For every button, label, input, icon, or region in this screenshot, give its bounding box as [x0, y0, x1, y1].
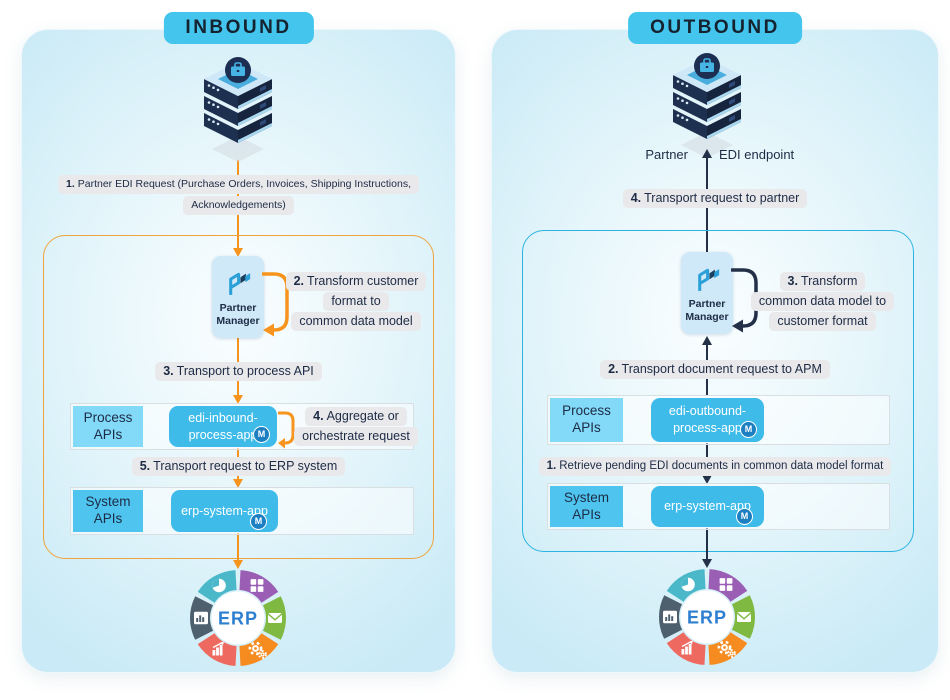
mulesoft-icon: M	[740, 421, 757, 438]
server-shadow	[681, 132, 733, 158]
partner-manager-label: Partner Manager	[685, 298, 729, 323]
aggregate-loop-arrow-icon	[278, 411, 295, 449]
arrow-down-icon	[233, 395, 243, 404]
partner-manager-label: Partner Manager	[216, 302, 260, 327]
arrow-down-icon	[233, 248, 243, 257]
partner-server-icon	[673, 53, 741, 158]
server-shadow	[212, 136, 264, 162]
flow-line	[706, 528, 708, 559]
grid-icon	[250, 579, 264, 592]
server-unit	[204, 113, 272, 143]
edi-inbound-process-app-node: edi-inbound- process-app M	[169, 406, 277, 447]
mulesoft-icon: M	[736, 508, 753, 525]
server-unit	[673, 109, 741, 139]
outbound-panel: OUTBOUND Partner	[492, 12, 938, 672]
grid-icon	[719, 578, 733, 591]
partner-manager-logo-icon	[229, 273, 251, 296]
edi-outbound-process-app-node: edi-outbound- process-app M	[651, 398, 764, 442]
inbound-step2-label: 2.Transform customer format to common da…	[271, 271, 441, 331]
server-unit	[673, 92, 741, 122]
step-number: 1.	[65, 178, 75, 190]
growth-chart-icon	[212, 641, 224, 656]
erp-cycle-icon: ERP	[189, 570, 287, 666]
partner-manager-card: Partner Manager	[681, 252, 733, 334]
erp-system-app-node: erp-system-app M	[171, 490, 278, 532]
pie-chart-icon	[212, 578, 226, 593]
inbound-panel: INBOUND	[22, 12, 455, 672]
flow-line	[237, 533, 239, 560]
gears-icon	[717, 640, 736, 658]
pie-chart-icon	[681, 577, 695, 592]
bar-chart-icon	[194, 611, 208, 625]
arrow-up-icon	[702, 336, 712, 345]
outbound-step4-label: 4.Transport request to partner	[492, 188, 938, 208]
partner-endpoint-label-right: EDI endpoint	[719, 147, 795, 162]
inbound-step5-label: 5.Transport request to ERP system	[22, 456, 455, 476]
server-unit	[204, 79, 272, 109]
growth-chart-icon	[681, 640, 693, 655]
server-unit	[204, 96, 272, 126]
erp-segment	[239, 633, 279, 666]
server-unit	[673, 75, 741, 105]
inbound-step1-label: 1.Partner EDI Request (Purchase Orders, …	[22, 173, 455, 215]
erp-segment	[708, 632, 748, 665]
inbound-step4-label: 4.Aggregate or orchestrate request	[286, 406, 426, 446]
outbound-step1-label: 1.Retrieve pending EDI documents in comm…	[492, 455, 938, 476]
inbound-title-badge: INBOUND	[163, 12, 314, 44]
outbound-title-badge: OUTBOUND	[628, 12, 802, 44]
step-text: Partner EDI Request (Purchase Orders, In…	[77, 178, 411, 190]
erp-cycle-icon: ERP	[658, 569, 756, 665]
outbound-step3-label: 3.Transform common data model to custome…	[735, 271, 910, 331]
envelope-icon	[267, 613, 283, 623]
partner-manager-logo-icon	[698, 269, 720, 292]
erp-system-app-node: erp-system-app M	[651, 486, 764, 527]
arrow-down-icon	[233, 560, 243, 569]
envelope-icon	[736, 612, 752, 622]
arrow-down-icon	[702, 475, 712, 484]
partner-endpoint-label-left: Partner	[645, 147, 688, 162]
transform-loop-arrow-icon	[262, 272, 289, 337]
arrow-up-icon	[702, 149, 712, 158]
outbound-integration-boundary	[522, 230, 914, 552]
partner-manager-card: Partner Manager	[212, 256, 264, 338]
inbound-step3-label: 3.Transport to process API	[22, 361, 455, 381]
arrow-down-icon	[233, 479, 243, 488]
step-text: Acknowledgements)	[183, 196, 294, 215]
erp-label: ERP	[687, 608, 727, 628]
arrow-down-icon	[702, 559, 712, 568]
mulesoft-icon: M	[253, 426, 270, 443]
partner-server-icon	[204, 57, 272, 162]
bar-chart-icon	[663, 610, 677, 624]
gears-icon	[248, 641, 267, 659]
erp-label: ERP	[218, 609, 258, 629]
mulesoft-icon: M	[250, 513, 267, 530]
outbound-step2-label: 2.Transport document request to APM	[492, 359, 938, 379]
